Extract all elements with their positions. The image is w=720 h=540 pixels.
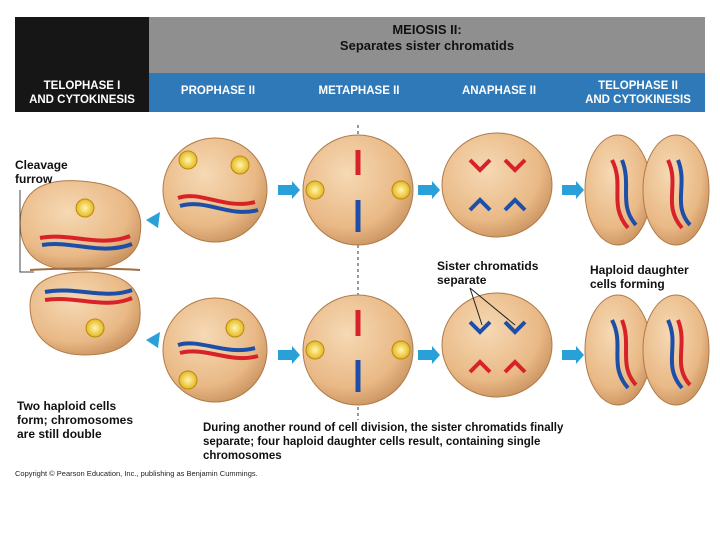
telophase-1-cells: [20, 181, 141, 355]
caption-line1: During another round of cell division, t…: [203, 421, 563, 435]
cleavage-furrow-line1: Cleavage: [15, 158, 68, 172]
cleavage-furrow-line2: furrow: [15, 172, 68, 186]
caption: During another round of cell division, t…: [203, 421, 563, 463]
two-haploid-label: Two haploid cells form; chromosomes are …: [17, 399, 133, 441]
sister-chromatids-line1: Sister chromatids: [437, 259, 538, 273]
prophase-2-cells: [163, 138, 267, 402]
haploid-forming-label: Haploid daughter cells forming: [590, 263, 689, 291]
centrosome-icon: [226, 319, 244, 337]
telophase-1-upper-cell: [20, 181, 141, 271]
caption-line2: separate; four haploid daughter cells re…: [203, 435, 563, 449]
centrosome-icon: [179, 151, 197, 169]
haploid-forming-line2: cells forming: [590, 277, 689, 291]
arrow-icon: [146, 332, 160, 348]
two-haploid-line2: form; chromosomes: [17, 413, 133, 427]
centrosome-icon: [179, 371, 197, 389]
centrosome-icon: [231, 156, 249, 174]
arrow-icon: [146, 212, 160, 228]
arrow-icon: [562, 346, 584, 364]
arrow-icon: [562, 181, 584, 199]
copyright-text: Copyright © Pearson Education, Inc., pub…: [15, 469, 258, 478]
sister-chromatids-line2: separate: [437, 273, 538, 287]
telophase-1-lower-cell: [30, 272, 140, 355]
cleavage-furrow-label: Cleavage furrow: [15, 158, 68, 186]
metaphase-2-cells: [303, 125, 413, 420]
arrow-icon: [418, 181, 440, 199]
arrow-icon: [278, 181, 300, 199]
haploid-forming-line1: Haploid daughter: [590, 263, 689, 277]
sister-chromatids-label: Sister chromatids separate: [437, 259, 538, 287]
centrosome-icon: [86, 319, 104, 337]
arrow-icon: [278, 346, 300, 364]
centrosome-icon: [392, 341, 410, 359]
centrosome-icon: [306, 181, 324, 199]
centrosome-icon: [76, 199, 94, 217]
two-haploid-line3: are still double: [17, 427, 133, 441]
centrosome-icon: [392, 181, 410, 199]
caption-line3: chromosomes: [203, 449, 563, 463]
centrosome-icon: [306, 341, 324, 359]
two-haploid-line1: Two haploid cells: [17, 399, 133, 413]
arrow-icon: [418, 346, 440, 364]
